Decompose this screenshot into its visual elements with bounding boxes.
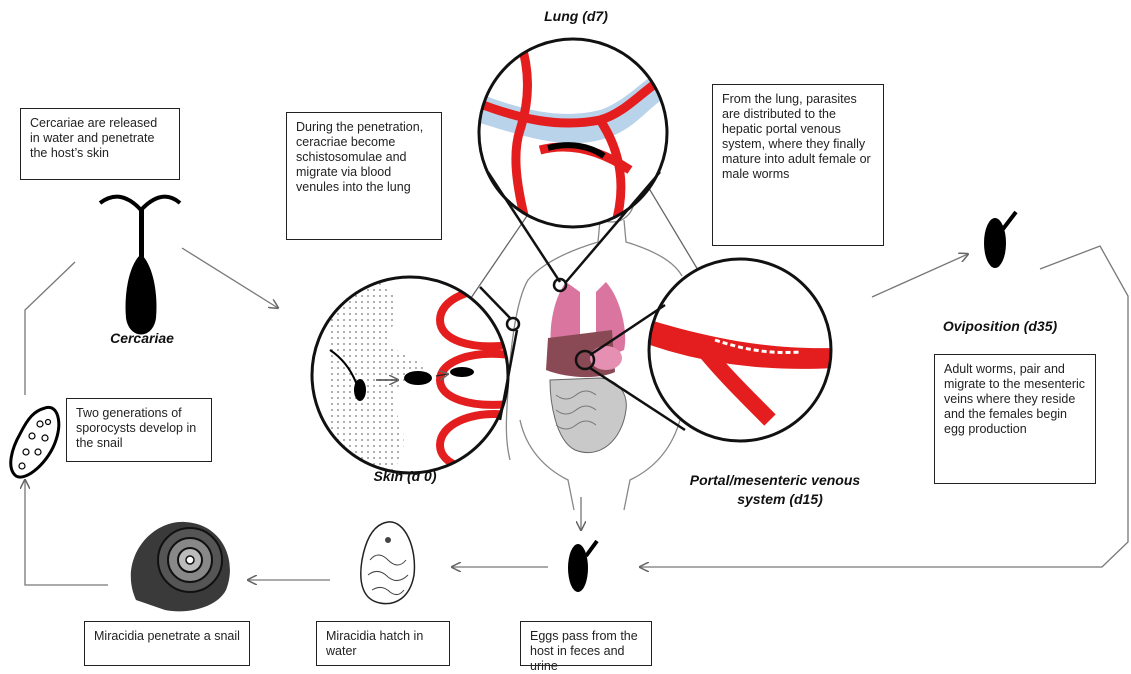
- arrow-cercariae-to-skin: [182, 248, 278, 308]
- label-lung: Lung (d7): [516, 8, 636, 24]
- miracidium-icon: [361, 522, 415, 604]
- box-miracidia-hatch: Miracidia hatch in water: [316, 621, 450, 666]
- sporocyst-icon: [11, 407, 59, 477]
- box-lung-distribution: From the lung, parasites are distributed…: [712, 84, 884, 246]
- label-cercariae: Cercariae: [92, 330, 192, 346]
- egg-icon: [568, 541, 597, 592]
- box-penetration: During the penetration, ceracriae become…: [286, 112, 442, 240]
- box-adult-worms: Adult worms, pair and migrate to the mes…: [934, 354, 1096, 484]
- label-portal-line1: Portal/mesenteric venous: [645, 472, 905, 488]
- arrow-snail-to-sporocyst: [25, 480, 108, 585]
- box-cercariae-release: Cercariae are released in water and pene…: [20, 108, 180, 180]
- lung-magnification: [470, 30, 680, 291]
- skin-magnification: [310, 270, 519, 480]
- body-organs: [546, 282, 626, 453]
- oviposition-egg-icon: [984, 212, 1016, 268]
- snail-icon: [131, 522, 230, 611]
- label-oviposition: Oviposition (d35): [935, 318, 1065, 334]
- cercaria-icon: [100, 197, 180, 335]
- label-skin: Skin (d 0): [350, 468, 460, 484]
- arrow-sporocyst-to-cercariae: [25, 262, 75, 395]
- box-sporocysts: Two generations of sporocysts develop in…: [66, 398, 212, 462]
- arrow-portal-to-oviposition: [872, 254, 968, 297]
- box-eggs-pass: Eggs pass from the host in feces and uri…: [520, 621, 652, 666]
- label-portal-line2: system (d15): [680, 491, 880, 507]
- box-miracidia-penetrate: Miracidia penetrate a snail: [84, 621, 250, 666]
